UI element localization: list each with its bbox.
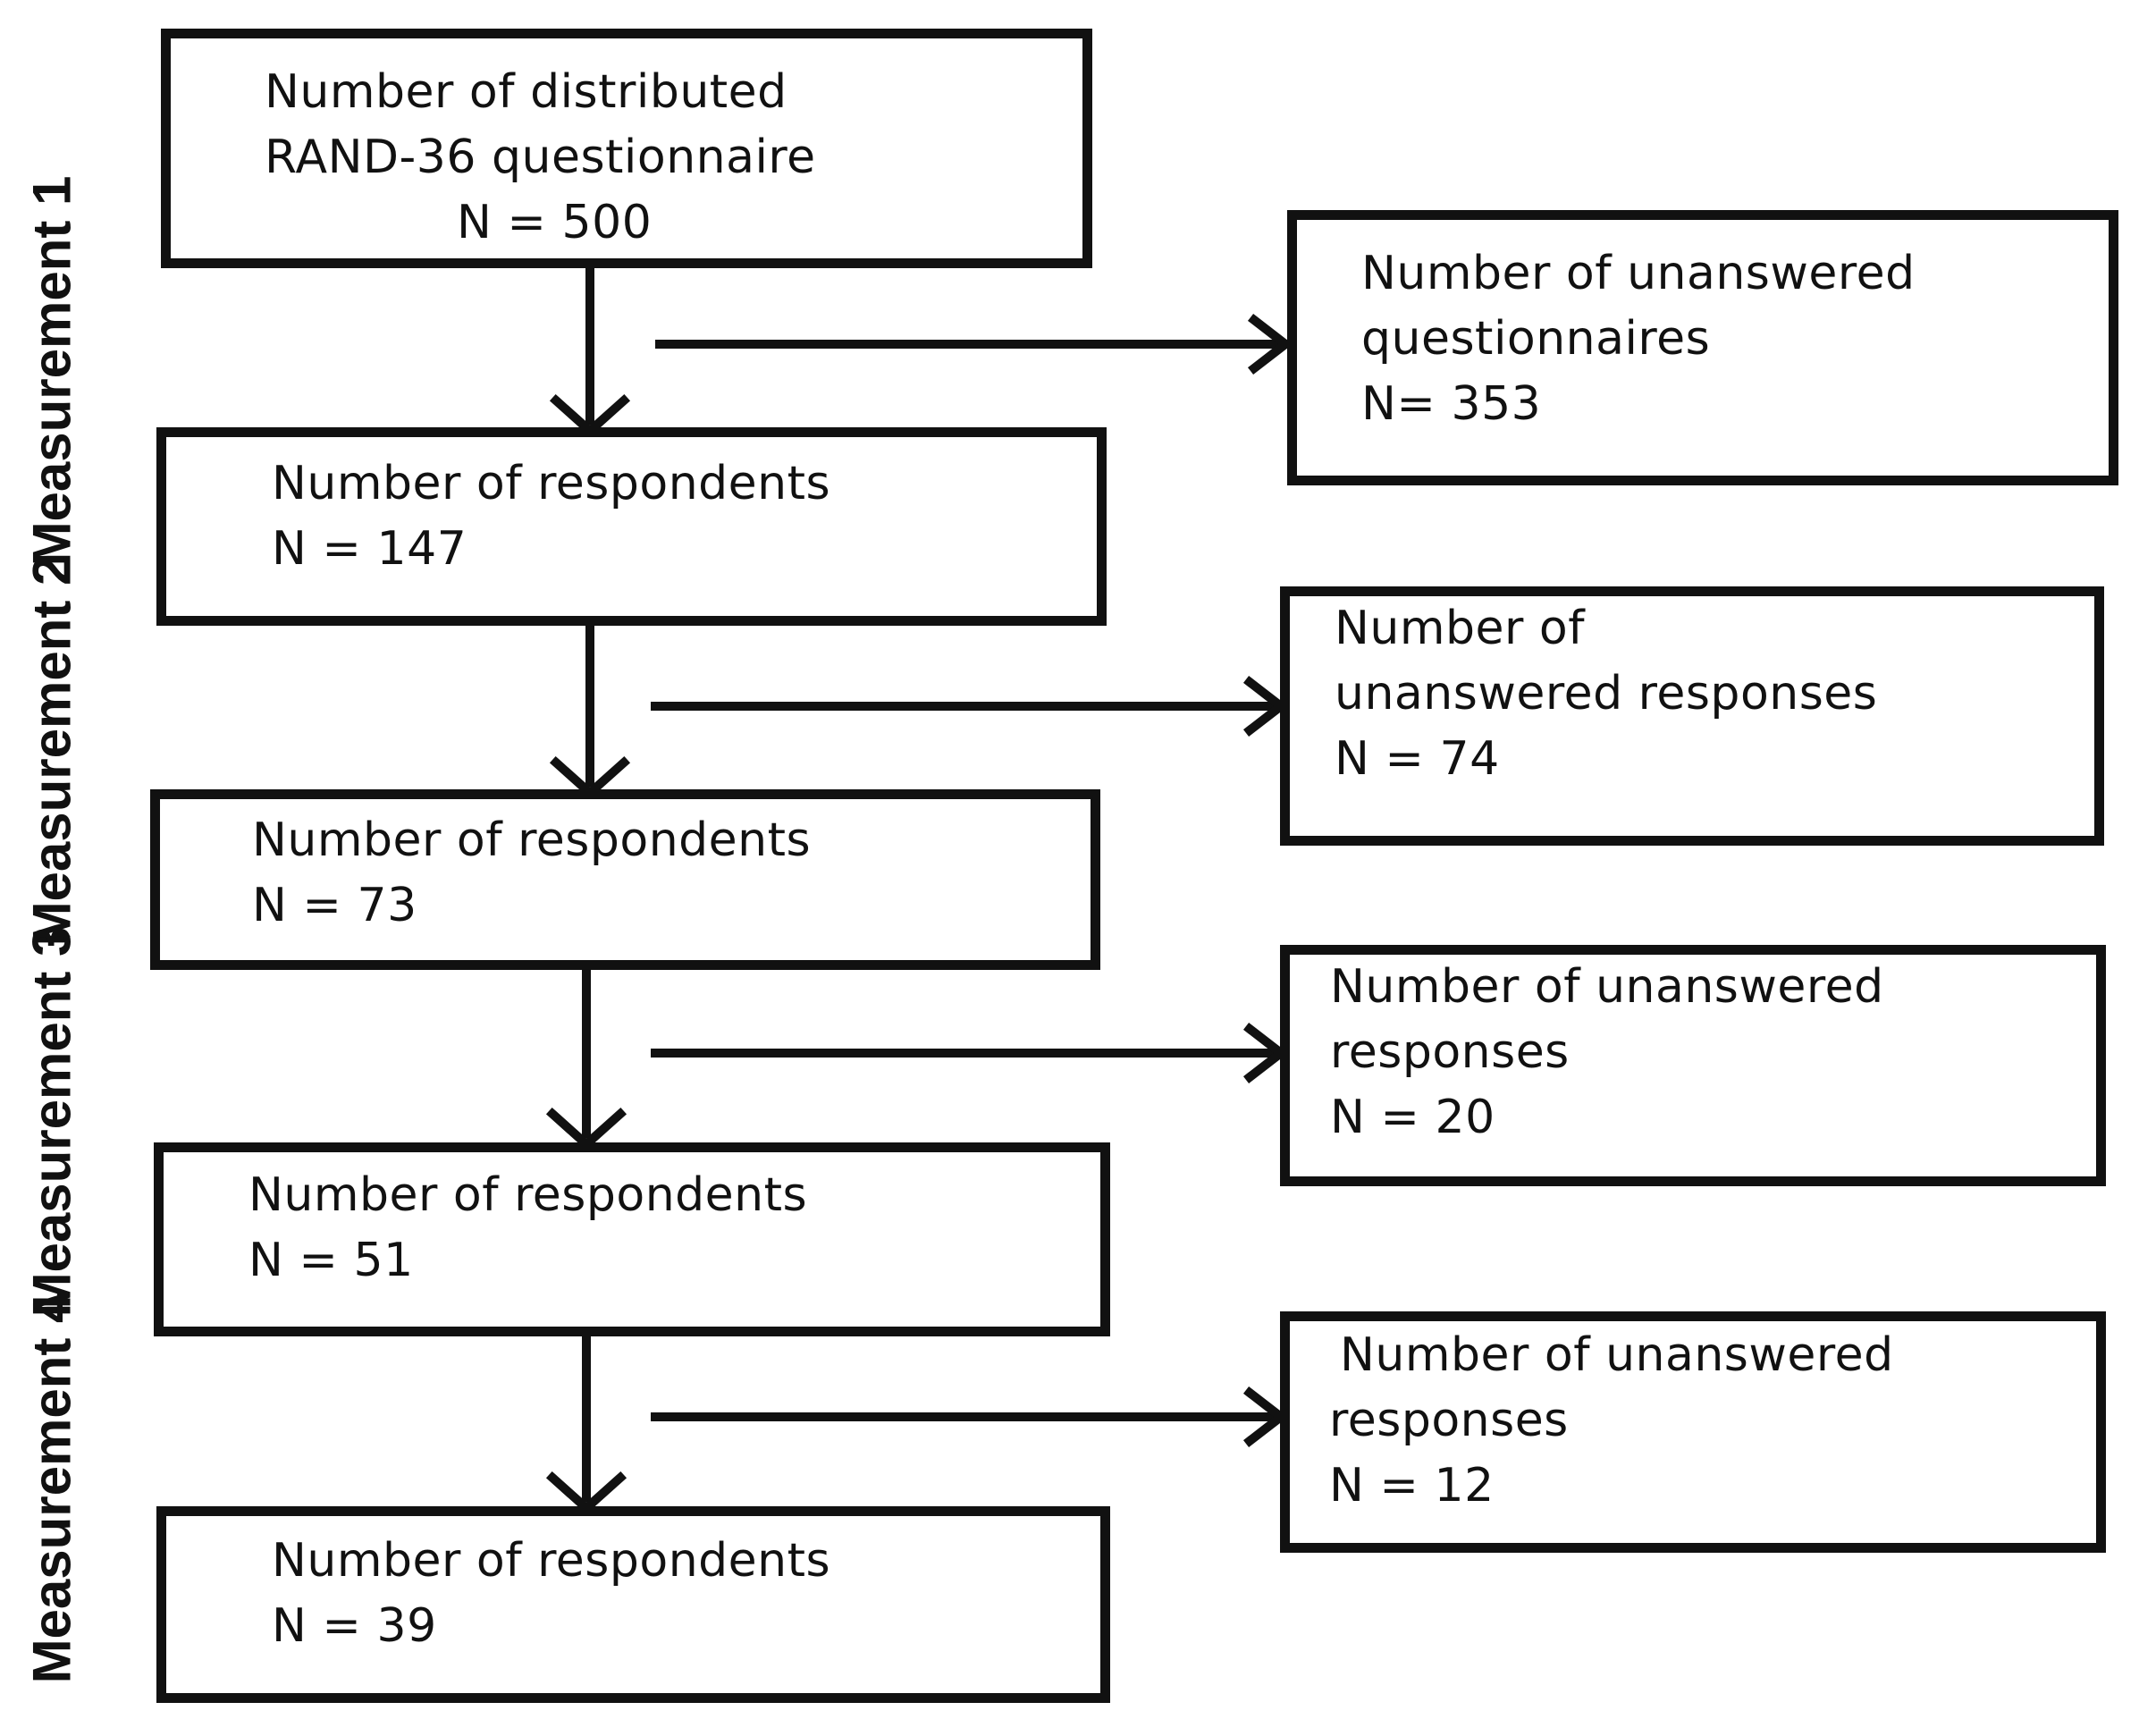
respondents-box-3: Number of respondents N = 51 <box>154 1142 1110 1336</box>
respondents-2-label: Number of respondents <box>252 813 812 867</box>
measurement-3-label: Measurement 3 <box>21 926 82 1318</box>
respondents-3-count: N = 51 <box>248 1234 414 1287</box>
unanswered-2-line-1: Number of <box>1335 602 1586 655</box>
respondents-box-4: Number of respondents N = 39 <box>156 1506 1110 1703</box>
unanswered-4-line-1: Number of unanswered <box>1340 1328 1894 1382</box>
arrow-down-4 <box>545 1332 627 1514</box>
unanswered-box-4: Number of unanswered responses N = 12 <box>1280 1311 2106 1553</box>
unanswered-box-2: Number of unanswered responses N = 74 <box>1280 586 2104 846</box>
respondents-1-count: N = 147 <box>272 522 467 576</box>
arrow-down-2 <box>549 621 631 799</box>
respondents-2-count: N = 73 <box>252 879 417 932</box>
distributed-box: Number of distributed RAND-36 questionna… <box>161 29 1092 268</box>
arrow-right-1 <box>655 313 1293 375</box>
measurement-4-label: Measurement 4 <box>21 1293 82 1684</box>
distributed-count: N = 500 <box>457 196 653 249</box>
respondents-4-count: N = 39 <box>272 1599 437 1653</box>
arrow-down-1 <box>549 264 631 437</box>
respondents-3-label: Number of respondents <box>248 1168 808 1222</box>
unanswered-3-count: N = 20 <box>1330 1091 1495 1144</box>
distributed-line-2: RAND-36 questionnaire <box>265 131 816 184</box>
unanswered-1-line-1: Number of unanswered <box>1361 247 1916 300</box>
unanswered-4-count: N = 12 <box>1329 1459 1495 1513</box>
respondents-box-2: Number of respondents N = 73 <box>150 789 1100 970</box>
unanswered-3-line-1: Number of unanswered <box>1330 960 1884 1014</box>
measurement-1-label: Measurement 1 <box>21 175 82 567</box>
unanswered-2-count: N = 74 <box>1335 732 1500 786</box>
unanswered-box-3: Number of unanswered responses N = 20 <box>1280 945 2106 1186</box>
arrow-right-4 <box>651 1386 1289 1448</box>
arrow-right-3 <box>651 1022 1289 1084</box>
respondents-box-1: Number of respondents N = 147 <box>156 427 1107 626</box>
unanswered-1-count: N= 353 <box>1361 377 1542 431</box>
arrow-right-2 <box>651 675 1289 737</box>
unanswered-3-line-2: responses <box>1330 1025 1570 1079</box>
unanswered-2-line-2: unanswered responses <box>1335 667 1878 721</box>
distributed-line-1: Number of distributed <box>265 65 787 119</box>
measurement-2-label: Measurement 2 <box>21 555 82 947</box>
respondents-4-label: Number of respondents <box>272 1534 831 1588</box>
unanswered-4-line-2: responses <box>1329 1394 1569 1447</box>
arrow-down-3 <box>545 965 627 1150</box>
unanswered-box-1: Number of unanswered questionnaires N= 3… <box>1287 210 2118 485</box>
respondents-1-label: Number of respondents <box>272 457 831 510</box>
unanswered-1-line-2: questionnaires <box>1361 312 1711 366</box>
